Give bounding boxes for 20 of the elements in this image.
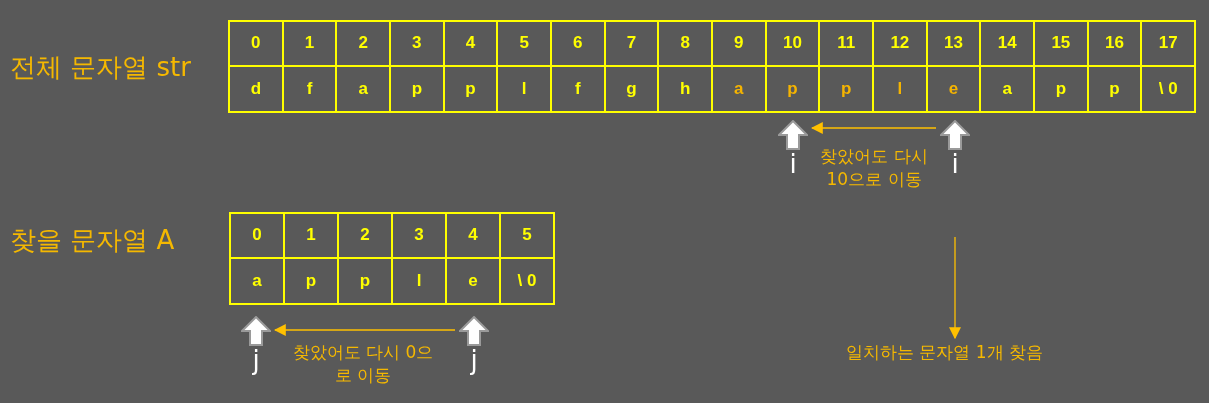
- char-cell: d: [228, 64, 284, 113]
- index-cell: 0: [229, 212, 285, 259]
- char-cell: a: [229, 256, 285, 305]
- edge-label: 찾았어도 다시 0으로 이동: [291, 341, 435, 387]
- edge-label: 찾았어도 다시 10으로 이동: [819, 145, 929, 191]
- pointer-letter: j: [469, 346, 479, 374]
- arrow: [949, 236, 961, 340]
- string-label: 전체 문자열 str: [10, 51, 191, 84]
- pointer-letter: i: [788, 150, 798, 178]
- arrow: [810, 122, 937, 134]
- result-text: 일치하는 문자열 1개 찾음: [846, 341, 1066, 364]
- char-cell: \ 0: [1140, 64, 1197, 113]
- index-cell: 0: [228, 20, 284, 67]
- arrow: [273, 324, 456, 336]
- index-cell: 17: [1140, 20, 1197, 67]
- pointer-letter: i: [950, 150, 960, 178]
- char-cell: \ 0: [499, 256, 555, 305]
- pointer-letter: j: [251, 346, 261, 374]
- string-label: 찾을 문자열 A: [10, 224, 175, 257]
- index-cell: 5: [499, 212, 555, 259]
